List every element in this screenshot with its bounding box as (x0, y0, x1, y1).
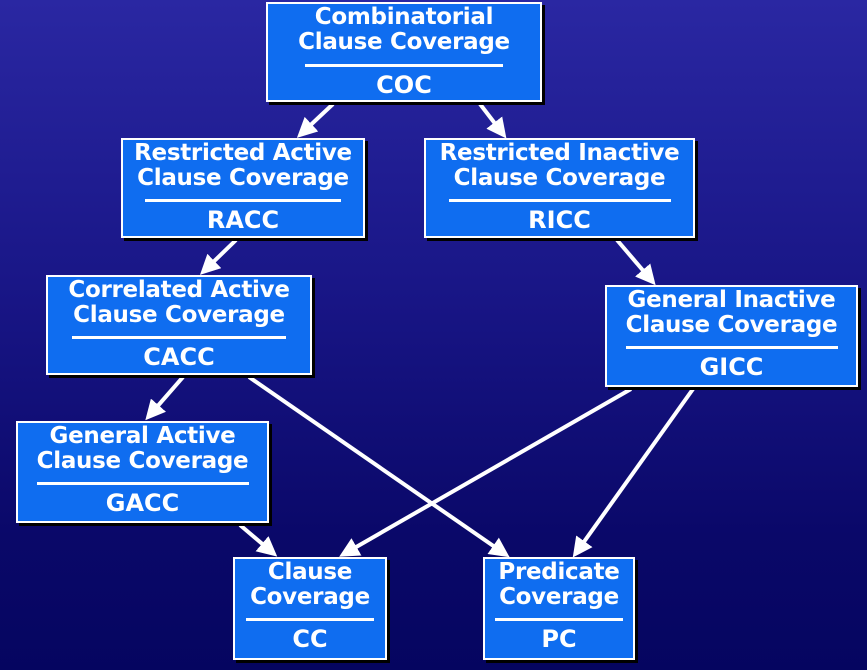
node-name-line: General Inactive (627, 287, 836, 313)
node-abbr: RICC (528, 206, 591, 234)
edge-coc-to-ricc (478, 102, 507, 139)
edge-racc-to-cacc (199, 238, 238, 275)
node-gicc: General Inactive Clause Coverage GICC (605, 285, 858, 387)
edge-cacc-to-gacc (145, 375, 185, 421)
node-name-line: Restricted Active (134, 140, 352, 166)
edge-gicc-to-pc (572, 387, 695, 558)
node-cc: Clause Coverage CC (233, 557, 387, 660)
node-name-line: Clause (267, 559, 353, 585)
node-abbr: CC (292, 625, 328, 653)
divider (625, 346, 838, 349)
node-name-line: Clause Coverage (73, 302, 285, 328)
node-name-line: Restricted Inactive (439, 140, 680, 166)
edge-gacc-to-cc (238, 523, 278, 557)
node-racc: Restricted Active Clause Coverage RACC (121, 138, 365, 238)
node-abbr: PC (541, 625, 577, 653)
edge-gicc-to-cc (339, 387, 632, 557)
node-name-line: Correlated Active (68, 277, 290, 303)
node-ricc: Restricted Inactive Clause Coverage RICC (424, 138, 695, 238)
node-name-line: General Active (49, 423, 236, 449)
node-name-line: Combinatorial (314, 4, 494, 30)
divider (72, 336, 286, 339)
node-name-line: Coverage (250, 584, 370, 610)
node-abbr: GICC (699, 353, 764, 381)
node-name-line: Clause Coverage (36, 448, 249, 474)
node-coc: Combinatorial Clause Coverage COC (266, 2, 542, 102)
node-pc: Predicate Coverage PC (483, 557, 635, 660)
edge-coc-to-racc (296, 102, 335, 138)
node-name-line: Clause Coverage (137, 165, 349, 191)
node-abbr: CACC (143, 343, 215, 371)
edge-ricc-to-gicc (615, 238, 656, 286)
node-cacc: Correlated Active Clause Coverage CACC (46, 275, 312, 375)
node-name-line: Clause Coverage (453, 165, 666, 191)
node-abbr: COC (376, 71, 432, 99)
divider (36, 482, 249, 485)
node-gacc: General Active Clause Coverage GACC (16, 421, 269, 523)
divider (145, 199, 341, 202)
node-abbr: RACC (206, 206, 280, 234)
divider (495, 618, 623, 621)
divider (305, 64, 503, 67)
node-name-line: Clause Coverage (298, 29, 510, 55)
divider (246, 618, 374, 621)
node-name-line: Predicate (498, 559, 620, 585)
edge-cacc-to-pc (247, 375, 510, 558)
node-name-line: Coverage (499, 584, 619, 610)
node-abbr: GACC (105, 489, 180, 517)
divider (448, 199, 671, 202)
node-name-line: Clause Coverage (625, 312, 838, 338)
